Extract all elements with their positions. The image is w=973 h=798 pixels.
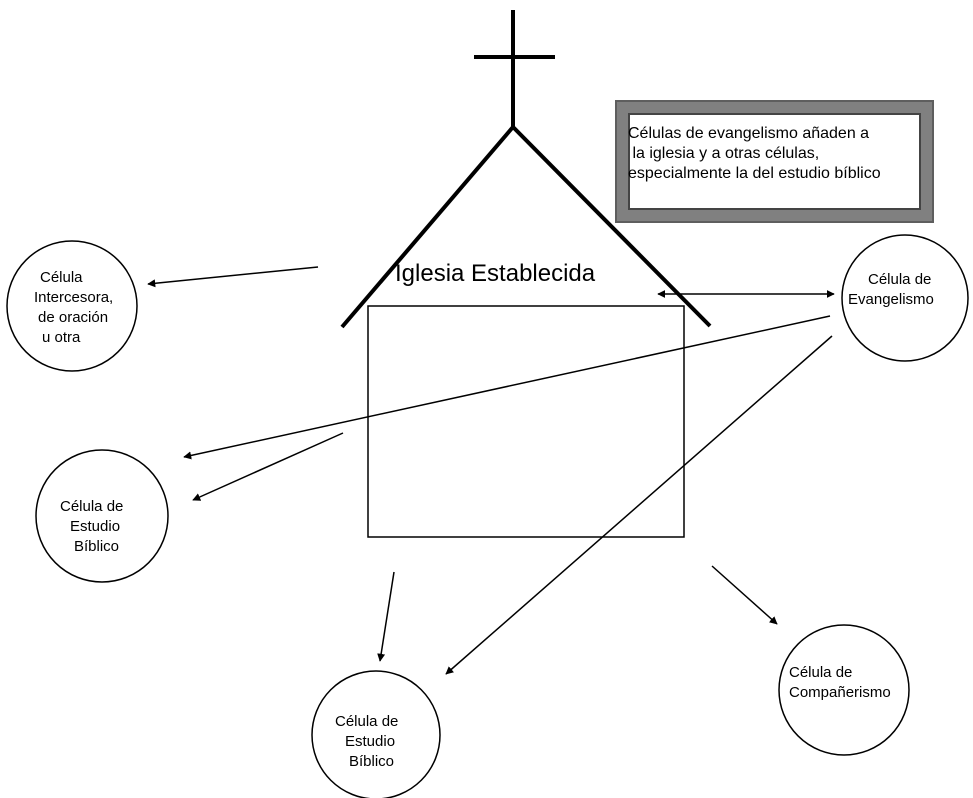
arrow-church-to-intercesora bbox=[147, 266, 319, 288]
callout-text: Células de evangelismo añaden a la igles… bbox=[628, 124, 881, 184]
cell-label-line: de oración bbox=[38, 309, 109, 326]
cell-label-line: Célula de bbox=[789, 664, 853, 681]
cell-circle-companerismo bbox=[778, 624, 910, 756]
arrow-church-to-estudio-bottom bbox=[377, 571, 395, 662]
callout-box bbox=[628, 113, 921, 210]
cell-label-line: Intercesora, bbox=[34, 289, 114, 306]
cell-label-line: Bíblico bbox=[74, 538, 120, 555]
church-body bbox=[367, 305, 685, 538]
arrow-evangelismo-to-estudio-left bbox=[183, 315, 831, 460]
cell-label-line: Bíblico bbox=[349, 753, 395, 770]
arrow-evangelismo-to-estudio-bottom bbox=[445, 335, 833, 675]
cell-label-line: Célula bbox=[40, 269, 83, 286]
cell-label-line: Compañerismo bbox=[789, 684, 891, 701]
cell-label-line: Célula de bbox=[335, 713, 399, 730]
cell-label-line: Estudio bbox=[345, 733, 396, 750]
cell-circle-estudio-left bbox=[35, 449, 169, 583]
cell-label-estudio-left: Célula de Estudio Bíblico bbox=[60, 497, 123, 557]
cell-label-line: Célula de bbox=[868, 271, 932, 288]
cell-label-line: u otra bbox=[42, 329, 81, 346]
cell-label-line: Estudio bbox=[70, 518, 121, 535]
cell-circle-evangelismo bbox=[841, 234, 969, 362]
cell-label-intercesora: Célula Intercesora, de oración u otra bbox=[30, 268, 126, 348]
church-title: Iglesia Establecida bbox=[395, 260, 596, 287]
callout-line: especialmente la del estudio bíblico bbox=[628, 165, 881, 182]
arrow-church-to-estudio-left bbox=[192, 432, 344, 501]
cross-icon bbox=[474, 10, 555, 128]
arrow-church-to-companerismo bbox=[711, 565, 778, 625]
callout-line: la iglesia y a otras células, bbox=[628, 145, 820, 162]
cell-label-estudio-bottom: Célula de Estudio Bíblico bbox=[335, 712, 398, 772]
cell-label-evangelismo: Célula de Evangelismo bbox=[848, 270, 934, 310]
callout-line: Células de evangelismo añaden a bbox=[628, 125, 870, 142]
cell-label-companerismo: Célula de Compañerismo bbox=[789, 663, 891, 703]
cell-circle-estudio-bottom bbox=[311, 670, 441, 798]
cell-label-line: Evangelismo bbox=[848, 291, 934, 308]
cell-circle-intercesora bbox=[6, 240, 138, 372]
cell-label-line: Célula de bbox=[60, 498, 124, 515]
